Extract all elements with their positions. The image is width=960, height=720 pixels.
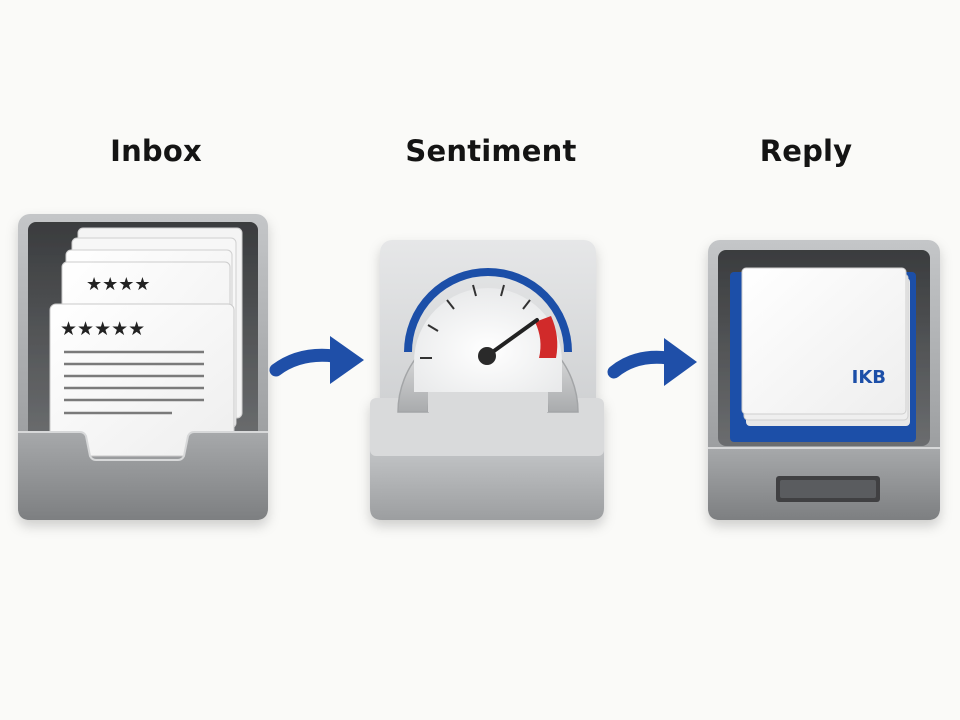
gauge-icon bbox=[370, 240, 604, 520]
reply-card-label: IKB bbox=[852, 367, 886, 388]
arrow-right-icon bbox=[607, 338, 697, 386]
gauge-ticks bbox=[420, 284, 531, 359]
arrow-right-icon bbox=[269, 336, 364, 384]
step-title-sentiment: Sentiment bbox=[405, 134, 577, 168]
reply-tray-icon: IKB bbox=[708, 240, 940, 520]
step-title-inbox: Inbox bbox=[110, 134, 202, 168]
step-title-reply: Reply bbox=[759, 134, 853, 168]
inbox-tray-icon: ★★★★ ★★★★★ bbox=[18, 214, 268, 520]
gauge-needle bbox=[478, 318, 539, 365]
review-text-lines bbox=[64, 350, 204, 415]
svg-text:★★★★: ★★★★ bbox=[86, 274, 151, 295]
svg-text:★★★★★: ★★★★★ bbox=[60, 318, 145, 340]
rating-stars-5: ★★★★★ bbox=[60, 318, 145, 340]
review-stack: ★★★★ ★★★★★ bbox=[49, 227, 243, 457]
rating-stars-4: ★★★★ bbox=[86, 274, 151, 295]
